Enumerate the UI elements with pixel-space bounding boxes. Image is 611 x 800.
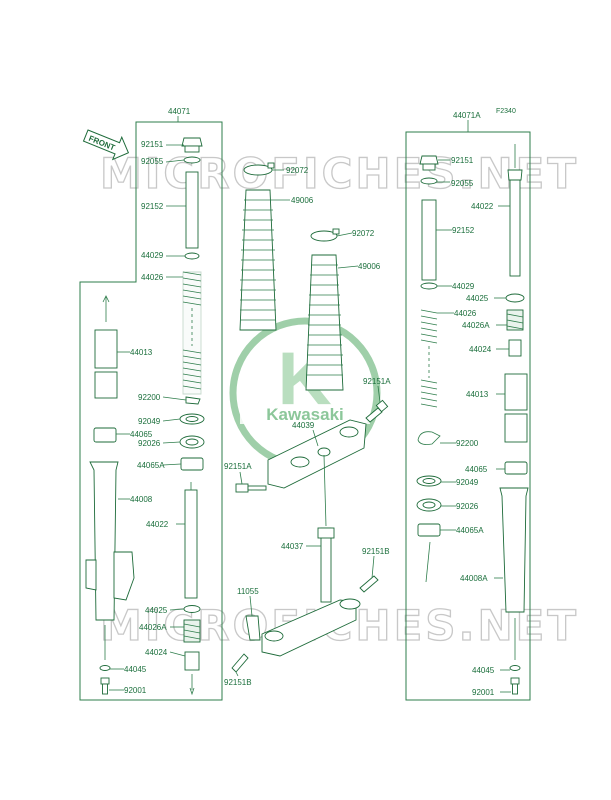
label-44045-left: 44045 [124,665,147,674]
label-44026-left: 44026 [141,273,164,282]
label-92151B-bottom: 92151B [224,678,252,687]
label-44024-left: 44024 [145,648,168,657]
label-92152-right: 92152 [452,226,475,235]
figure-code: F2340 [496,108,516,115]
label-92001-left: 92001 [124,686,147,695]
label-49006-lower: 49006 [358,262,381,271]
label-44026A-right: 44026A [462,321,490,330]
label-92055-left: 92055 [141,157,164,166]
label-49006-upper: 49006 [291,196,314,205]
logo-text: Kawasaki [266,405,344,424]
label-92001-right: 92001 [472,688,495,697]
label-44065-right: 44065 [465,465,488,474]
label-92151-right: 92151 [451,156,474,165]
label-44013-left: 44013 [130,348,153,357]
left-fork-assembly: 44071 [79,107,223,701]
label-92200-left: 92200 [138,393,161,402]
watermark-top: MICROFICHES.NET [100,149,579,198]
label-44037: 44037 [281,542,304,551]
label-44026A-left: 44026A [139,623,167,632]
label-92151B-right: 92151B [362,547,390,556]
label-92151-left: 92151 [141,140,164,149]
label-44029-right: 44029 [452,282,475,291]
label-92026-right: 92026 [456,502,479,511]
label-92152-left: 92152 [141,202,164,211]
label-92072-upper: 92072 [286,166,309,175]
label-92072-lower: 92072 [352,229,375,238]
label-44025-right: 44025 [466,294,489,303]
label-92049-right: 92049 [456,478,479,487]
label-92200-right: 92200 [456,439,479,448]
label-44039: 44039 [292,421,315,430]
left-assembly-frame [79,121,223,701]
center-steering-parts: 92072 49006 92072 49006 92151A 44039 921… [224,162,391,687]
label-44013-right: 44013 [466,390,489,399]
right-fork-assembly: 44071A [405,111,531,701]
label-44024-right: 44024 [469,345,492,354]
right-assembly-number: 44071A [453,111,481,120]
left-assembly-number: 44071 [168,107,191,116]
label-44065A-left: 44065A [137,461,165,470]
label-44008A-right: 44008A [460,574,488,583]
label-44025-left: 44025 [145,606,168,615]
label-92151A-top: 92151A [363,377,391,386]
label-44026-right: 44026 [454,309,477,318]
label-92049-left: 92049 [138,417,161,426]
label-92026-left: 92026 [138,439,161,448]
label-11055: 11055 [237,587,259,596]
label-92151A-left: 92151A [224,462,252,471]
label-44022-right: 44022 [471,202,494,211]
label-44008-left: 44008 [130,495,153,504]
label-44045-right: 44045 [472,666,495,675]
label-44029-left: 44029 [141,251,164,260]
label-92055-right: 92055 [451,179,474,188]
label-44065A-right: 44065A [456,526,484,535]
label-44065-left: 44065 [130,430,153,439]
label-44022-left: 44022 [146,520,169,529]
